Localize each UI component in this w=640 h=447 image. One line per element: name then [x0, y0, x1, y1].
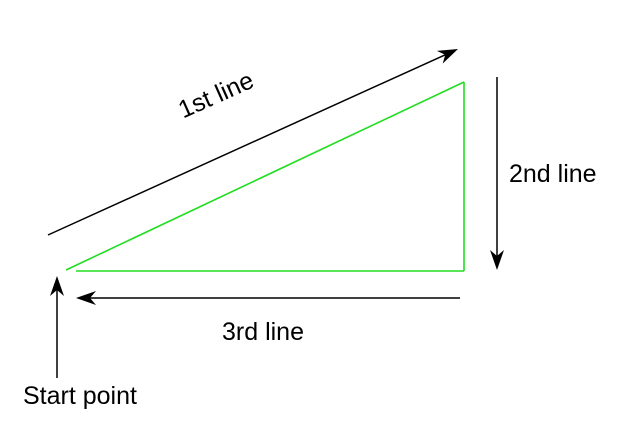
start-point-arrow-head	[50, 276, 64, 296]
third-line-label: 3rd line	[222, 318, 304, 346]
second-line-label: 2nd line	[509, 160, 597, 188]
first-line-arrow-head	[436, 49, 458, 64]
first-line-arrow-shaft	[47, 54, 446, 236]
start-point-label: Start point	[23, 382, 137, 410]
triangle-edge-1	[65, 81, 465, 271]
second-line-arrow-head	[490, 250, 504, 270]
third-line-arrow-head	[76, 291, 96, 305]
